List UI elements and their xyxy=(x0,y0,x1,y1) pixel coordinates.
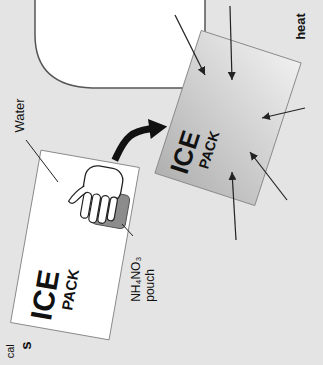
ice-pack: ICEPACK xyxy=(155,30,301,205)
panel-edge xyxy=(35,0,205,88)
callout-label: heat xyxy=(293,13,308,40)
hand-illustration xyxy=(65,162,134,230)
hand-finger xyxy=(107,197,118,222)
heat-arrow xyxy=(175,15,205,75)
callout-label: NH₄NO₃ pouch xyxy=(130,242,158,302)
heat-arrow xyxy=(232,172,236,240)
leader-line xyxy=(122,224,133,236)
pack-text: ICEPACK xyxy=(155,117,223,189)
white-panel xyxy=(35,0,205,88)
pack-shape xyxy=(11,150,140,340)
heat-arrows xyxy=(175,6,305,240)
heat-arrow xyxy=(250,152,287,200)
process-arrow xyxy=(115,128,154,160)
leader-line xyxy=(26,140,58,182)
ice-pack: ICEPACK xyxy=(11,150,140,340)
heat-arrow xyxy=(262,108,305,118)
callout-label: s xyxy=(17,341,34,349)
pack-title: ICE xyxy=(24,262,66,322)
pack-shape xyxy=(155,30,301,205)
callout-label: cal xyxy=(4,344,17,358)
hand-thumb xyxy=(68,183,87,205)
heat-arrow xyxy=(230,6,232,80)
pack-text: ICEPACK xyxy=(11,260,83,333)
callout-label: Water xyxy=(13,98,28,132)
